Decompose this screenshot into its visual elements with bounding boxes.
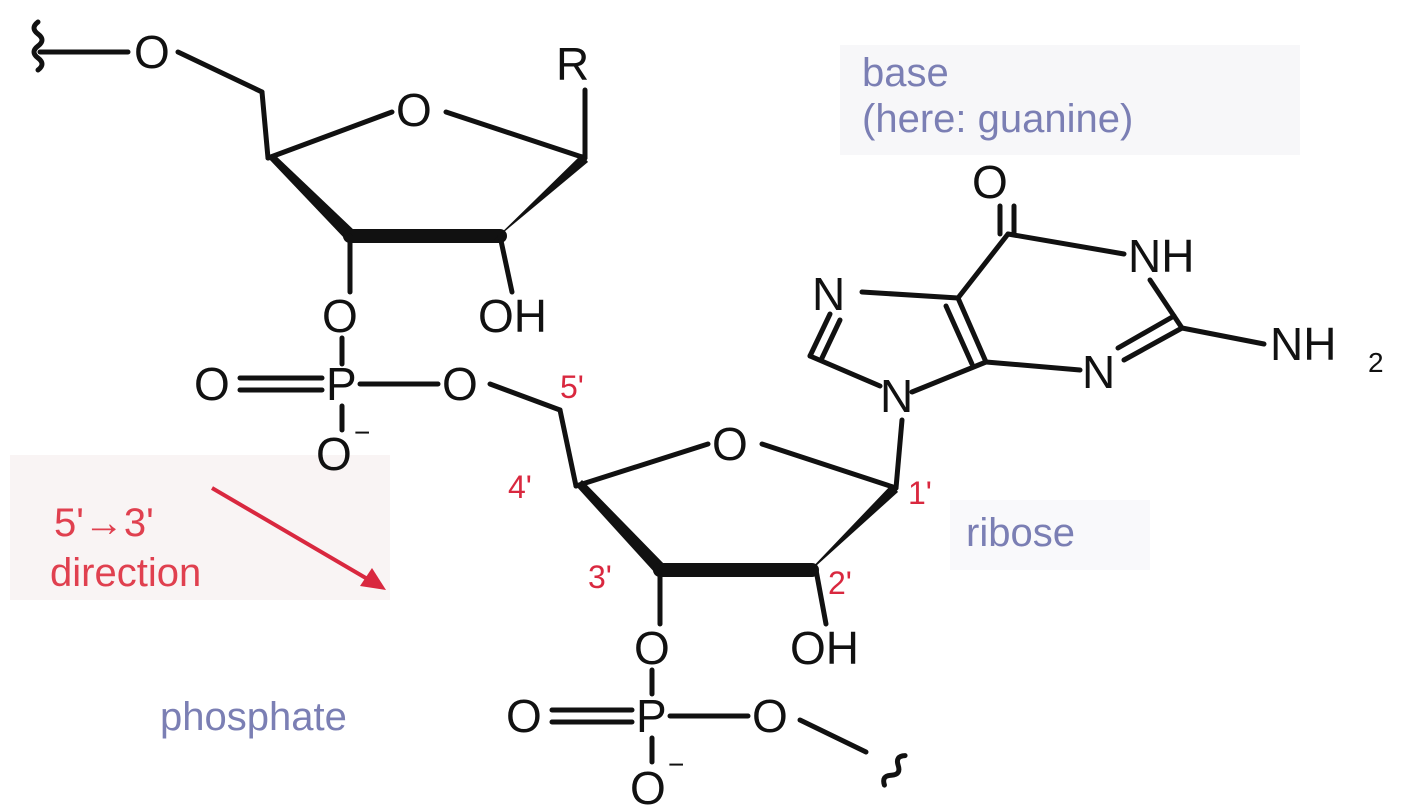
upper-double-o-atom: O bbox=[194, 358, 230, 410]
lower-bridge-o-atom: O bbox=[752, 690, 788, 742]
bond-c5-c4-base-inner bbox=[943, 303, 975, 367]
bond-bridge-o-c5 bbox=[487, 381, 563, 413]
wedge-c4-c3-lower bbox=[576, 480, 666, 574]
upper-ribose: O O R OH O bbox=[31, 19, 589, 342]
guanine-base: N N N NH O NH 2 bbox=[807, 156, 1384, 422]
base-label-bg bbox=[840, 45, 1300, 155]
lower-ring-o-atom: O bbox=[712, 418, 748, 470]
bond-n9-c8 bbox=[807, 353, 883, 389]
bond-c2-n3-a bbox=[1121, 325, 1185, 363]
bond-c2-n3-b bbox=[1115, 313, 1177, 351]
bond-c5-c6 bbox=[955, 231, 1011, 301]
position-2-label: 2' bbox=[828, 565, 852, 601]
bond-o5-c5 bbox=[175, 49, 265, 95]
lower-o3-atom: O bbox=[634, 622, 670, 674]
lower-phosphate: P O O O − bbox=[506, 667, 908, 807]
direction-arrow-head bbox=[360, 568, 386, 590]
bond-c5-c4-lower bbox=[557, 407, 579, 489]
position-4-label: 4' bbox=[508, 469, 532, 505]
upper-ring-o-atom: O bbox=[396, 84, 432, 136]
lower-chain-break bbox=[881, 753, 908, 788]
bond-o4-c1-lower bbox=[759, 441, 899, 491]
upper-minus-charge: − bbox=[354, 417, 370, 448]
ribose-label-bg bbox=[950, 500, 1150, 570]
amino-group: NH bbox=[1270, 318, 1336, 370]
bond-c2-oh-lower bbox=[813, 567, 829, 627]
base-label-line2: (here: guanine) bbox=[862, 97, 1133, 141]
upper-oh-group: OH bbox=[478, 290, 547, 342]
bond-c2-nh2 bbox=[1179, 325, 1267, 347]
bond-c8-n7-a bbox=[807, 311, 833, 359]
phosphate-label: phosphate bbox=[160, 695, 347, 739]
bond-c4-o4-lower bbox=[573, 441, 711, 489]
bond-c4-n9 bbox=[909, 359, 989, 395]
amino-subscript: 2 bbox=[1368, 347, 1384, 378]
bond-n1-c2 bbox=[1147, 277, 1185, 331]
upper-o3-atom: O bbox=[322, 290, 358, 342]
carbonyl-o-atom: O bbox=[972, 156, 1008, 208]
wedge-c2-c1-lower bbox=[806, 484, 898, 574]
bond-c8-n7-b bbox=[819, 317, 843, 361]
wedge-c2-c1 bbox=[494, 154, 588, 240]
wedge-c4-c3 bbox=[268, 154, 356, 240]
lower-p-atom: P bbox=[636, 690, 667, 742]
bond-o-chain-lower bbox=[797, 717, 869, 755]
n1h-group: NH bbox=[1128, 230, 1194, 282]
direction-label-line2: direction bbox=[50, 551, 201, 595]
upper-r-atom: R bbox=[556, 38, 589, 90]
bond-c4-o4 bbox=[265, 109, 395, 161]
n7-atom: N bbox=[812, 268, 845, 320]
position-3-label: 3' bbox=[588, 559, 612, 595]
bond-c5-c4-base bbox=[955, 295, 989, 365]
bond-c2-oh bbox=[497, 233, 515, 295]
bond-n7-c5 bbox=[859, 289, 961, 301]
upper-p-atom: P bbox=[326, 358, 357, 410]
position-5-label: 5' bbox=[560, 369, 584, 405]
bond-c1-n9 bbox=[893, 417, 905, 491]
bond-o4-c1 bbox=[443, 109, 588, 161]
n3-atom: N bbox=[1082, 346, 1115, 398]
ribose-label: ribose bbox=[966, 511, 1075, 555]
lower-ribose: O OH O 5' 4' 1' 3' 2' bbox=[487, 369, 932, 674]
upper-o5-atom: O bbox=[134, 26, 170, 78]
direction-arrow-shaft bbox=[210, 486, 378, 586]
base-label-line1: base bbox=[862, 51, 949, 95]
upper-phosphate: P O O O − bbox=[194, 335, 478, 480]
direction-label-bg bbox=[10, 455, 390, 600]
upper-bridge-o-atom: O bbox=[442, 358, 478, 410]
lower-oh-group: OH bbox=[790, 622, 859, 674]
bond-c6-n1 bbox=[1005, 231, 1127, 257]
bond-n3-c4 bbox=[983, 359, 1083, 373]
upper-ominus-atom: O bbox=[316, 428, 352, 480]
lower-ominus-atom: O bbox=[630, 762, 666, 807]
upper-chain-break bbox=[31, 19, 45, 73]
bond-c5-c4 bbox=[259, 89, 271, 161]
position-1-label: 1' bbox=[908, 475, 932, 511]
direction-arrow bbox=[210, 486, 386, 590]
direction-label-line1: 5'→3' bbox=[54, 501, 154, 545]
lower-double-o-atom: O bbox=[506, 690, 542, 742]
lower-minus-charge: − bbox=[668, 749, 684, 780]
n9-atom: N bbox=[880, 370, 913, 422]
